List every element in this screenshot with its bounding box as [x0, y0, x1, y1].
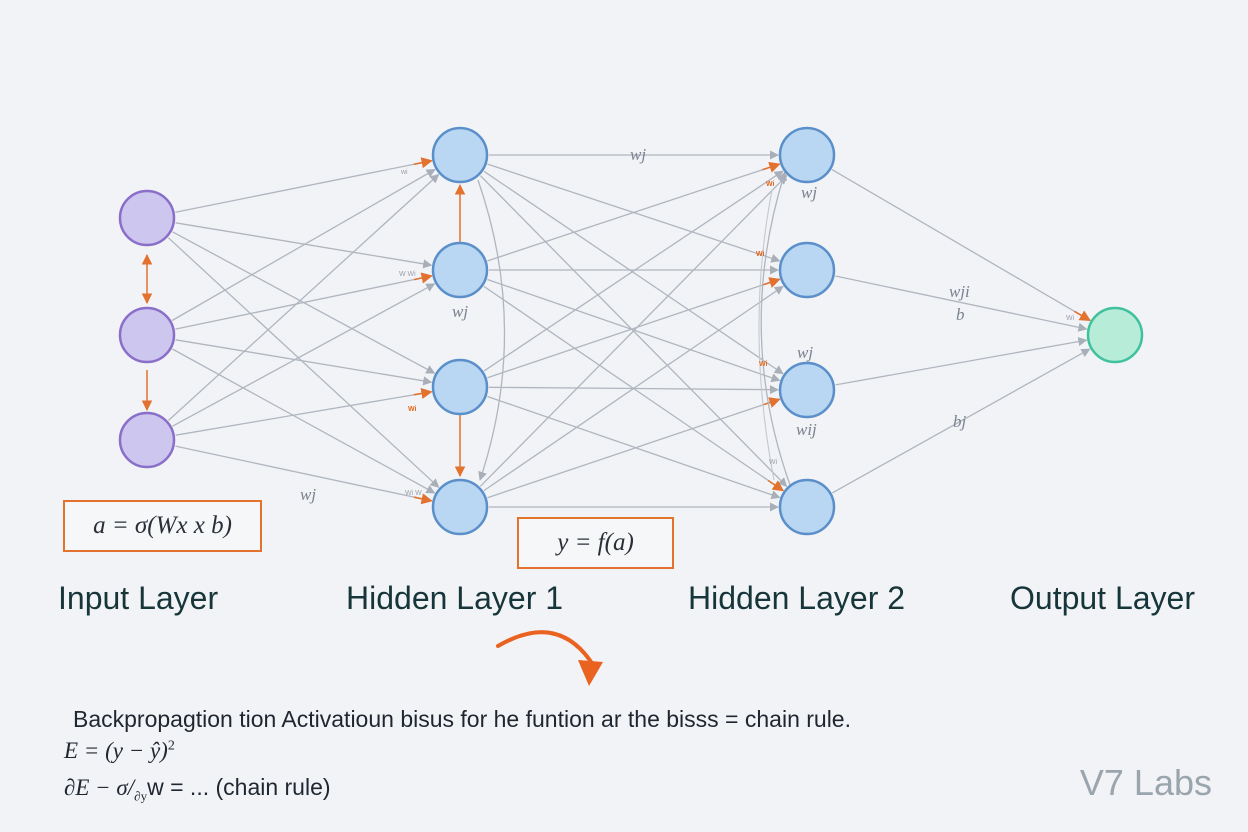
weight-label: wji	[949, 282, 970, 301]
backprop-tip	[762, 277, 781, 288]
edge	[483, 170, 784, 375]
activation-formula-box: a = σ(Wx x b)	[63, 500, 262, 552]
backprop-tip	[767, 479, 785, 492]
edge	[171, 168, 436, 322]
edge	[172, 283, 436, 427]
edge	[175, 222, 433, 269]
edge-tag: W Wi	[399, 271, 416, 278]
gradient-equation: ∂E − σ/∂yw = ... (chain rule)	[64, 774, 331, 805]
curved-edge	[758, 189, 775, 481]
hidden1-node	[431, 358, 489, 416]
edge	[483, 170, 784, 372]
input-node	[118, 306, 176, 364]
error-equation: E = (y − ŷ)2	[64, 738, 175, 764]
bias-label: bj	[953, 412, 967, 431]
hidden-layer-2	[778, 126, 836, 536]
activation-formula: a = σ(Wx x b)	[93, 512, 232, 539]
hidden2-node	[778, 126, 836, 184]
edge	[175, 445, 433, 504]
curved-edge	[477, 179, 506, 481]
edge-tag: Wi	[408, 406, 417, 413]
edge-tag: wi	[400, 169, 408, 176]
output-formula: y = f(a)	[557, 529, 634, 556]
error-equation-exponent: 2	[167, 738, 175, 754]
curved-edge	[760, 171, 791, 486]
curved-arrow	[496, 630, 597, 670]
hidden2-node	[778, 241, 836, 299]
edge	[487, 278, 781, 383]
bias-label: b	[956, 305, 965, 324]
edge	[835, 275, 1088, 332]
backprop-tip	[413, 157, 433, 169]
edge	[175, 388, 433, 436]
output-formula-box: y = f(a)	[517, 517, 674, 569]
edge-tag: Wi	[769, 459, 778, 466]
backprop-tip	[413, 387, 433, 400]
edge	[487, 397, 781, 499]
edge-tag: Wi	[1066, 315, 1075, 322]
hidden2-node	[778, 361, 836, 419]
output-layer-label: Output Layer	[1010, 580, 1195, 616]
output-layer	[1086, 306, 1144, 364]
input-layer	[118, 189, 176, 469]
backprop-tip	[1073, 310, 1091, 322]
edge-tag: Wi	[766, 181, 775, 188]
hidden-layer-1	[431, 126, 489, 536]
edge-tag: Wi	[759, 361, 768, 368]
edge	[831, 348, 1091, 494]
edge	[479, 175, 788, 487]
backprop-tip	[762, 161, 781, 173]
backprop-caption: Backpropagtion tion Activatioun bisus fo…	[73, 706, 851, 732]
edge-tag: Wi W	[405, 490, 422, 497]
error-equation-base: E = (y − ŷ)	[64, 738, 168, 763]
curved-arrow-head	[578, 660, 603, 686]
input-layer-label: Input Layer	[58, 580, 219, 616]
input-node	[118, 189, 176, 247]
weight-label: wj	[452, 302, 468, 321]
backprop-tip	[762, 397, 781, 408]
edge	[831, 169, 1091, 321]
edge	[175, 339, 433, 386]
edge	[487, 277, 781, 379]
weight-label: wj	[801, 183, 817, 202]
connection-edges	[167, 150, 1091, 512]
edge	[167, 237, 440, 488]
edge-tag: Wi	[756, 251, 765, 258]
hidden-layer-2-label: Hidden Layer 2	[688, 580, 906, 616]
hidden1-node	[431, 241, 489, 299]
edge	[835, 337, 1088, 386]
gradient-equation-fraction: ∂y	[134, 788, 148, 804]
edge	[175, 157, 433, 213]
edge	[487, 395, 781, 500]
hidden-layer-1-label: Hidden Layer 1	[346, 580, 564, 616]
edge	[487, 162, 781, 262]
brand-logo-text: V7 Labs	[1079, 762, 1212, 803]
hidden1-node	[431, 478, 489, 536]
gradient-equation-end: w = ... (chain rule)	[147, 774, 331, 800]
weight-label: wj	[630, 145, 646, 164]
backprop-arrows	[413, 157, 1091, 505]
edge	[167, 173, 440, 421]
weight-label: wj	[797, 343, 813, 362]
weight-label: wj	[300, 485, 316, 504]
gradient-equation-start: ∂E − σ/	[64, 775, 135, 800]
hidden1-node	[431, 126, 489, 184]
backprop-tip	[413, 272, 433, 284]
weight-label: wij	[796, 420, 817, 439]
hidden2-node	[778, 478, 836, 536]
edge	[483, 285, 784, 492]
edge	[175, 273, 433, 330]
backprop-tip	[413, 493, 433, 505]
edge	[172, 348, 436, 494]
output-node	[1086, 306, 1144, 364]
input-node	[118, 411, 176, 469]
